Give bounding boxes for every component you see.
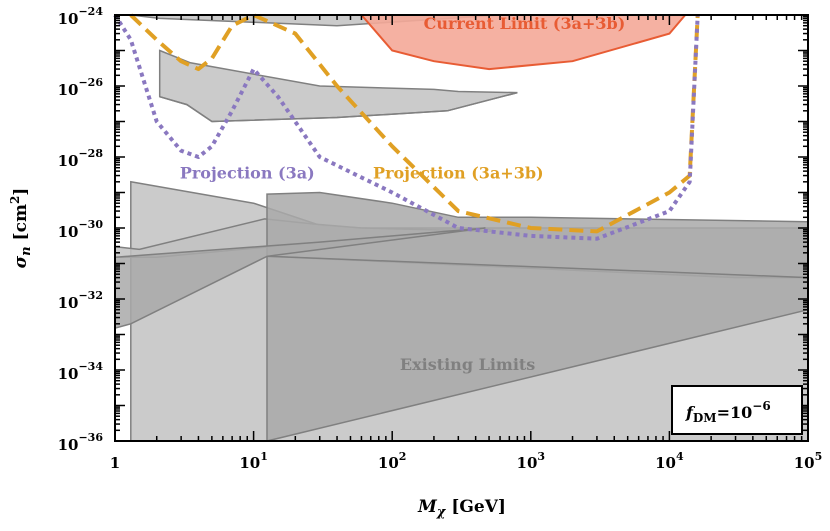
annotation-layer: Current Limit (3a+3b) Projection (3a) Proj… <box>180 14 625 374</box>
y-tick-label: 10−30 <box>58 218 104 241</box>
y-tick-label: 10−36 <box>58 431 104 454</box>
y-tick-label: 10−26 <box>58 76 104 99</box>
regions-layer <box>114 14 809 442</box>
y-axis-symbol: σ <box>11 255 31 268</box>
x-axis-symbol: M <box>417 497 438 517</box>
y-tick-label: 10−32 <box>58 289 103 312</box>
x-tick-label: 1 <box>110 454 120 472</box>
x-axis-subscript: χ <box>436 505 447 520</box>
projection-3a3b-label: Projection (3a+3b) <box>373 163 544 182</box>
x-tick-label: 102 <box>378 450 407 472</box>
current-limit-region <box>359 14 688 71</box>
x-tick-label: 101 <box>239 450 268 472</box>
x-axis-unit: [GeV] <box>445 497 506 517</box>
x-tick-label: 105 <box>794 450 823 472</box>
fdm-exponent: −6 <box>752 399 770 413</box>
projection-3a3b-line <box>129 13 700 234</box>
x-axis-title: Mχ [GeV] <box>417 497 506 520</box>
y-axis-unit: [cm <box>11 204 31 246</box>
projection-3a-label: Projection (3a) <box>180 163 315 182</box>
fdm-value: 10 <box>730 403 752 422</box>
y-tick-label: 10−34 <box>58 360 104 383</box>
ticks-layer: 1 101 102 103 104 105 10−36 10−34 10−32 10−30 10−2… <box>58 5 823 472</box>
legend-box-label: fDM=10−6 <box>685 399 771 425</box>
x-tick-label: 103 <box>517 450 546 472</box>
y-tick-label: 10−24 <box>58 5 104 28</box>
x-tick-label: 104 <box>655 450 684 472</box>
fdm-subscript: DM <box>693 411 717 425</box>
projection-3a-line <box>113 13 700 241</box>
y-tick-label: 10−28 <box>58 147 104 170</box>
region-existing-upper-lower <box>159 91 518 123</box>
y-axis-unit-close: ] <box>11 188 31 196</box>
current-limit-layer <box>359 14 688 71</box>
y-axis-unit-superscript: 2 <box>8 196 22 204</box>
current-limit-label: Current Limit (3a+3b) <box>424 14 626 33</box>
y-axis-title: σn [cm2] <box>8 188 34 269</box>
y-axis-subscript: n <box>19 246 34 255</box>
fdm-legend-box: fDM=10−6 <box>671 385 803 435</box>
fdm-symbol: f <box>685 403 696 422</box>
legend-box-frame <box>671 385 803 435</box>
fdm-equals: = <box>717 403 730 422</box>
existing-limits-label: Existing Limits <box>400 355 535 374</box>
series-layer <box>113 13 700 241</box>
